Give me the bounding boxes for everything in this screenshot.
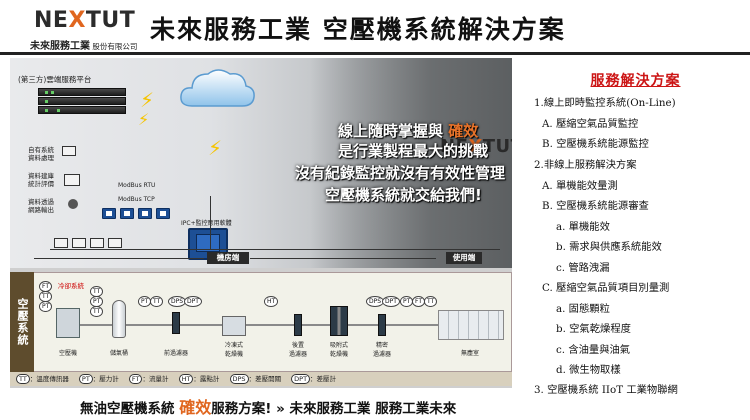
- solution-item: a. 固態顆粒: [556, 303, 610, 315]
- solutions-title: 服務解決方案: [590, 73, 681, 89]
- sensor-tag: PT: [39, 301, 53, 312]
- own-system-label: 自有系統 資料處理: [28, 146, 54, 162]
- slogan-line-3: 沒有紀錄監控就沒有有效性管理: [295, 164, 506, 182]
- solution-item: b. 需求與供應系統能效: [556, 241, 662, 253]
- equipment-label: 儲氣桶: [109, 350, 128, 357]
- legend-item: PT：壓力計: [78, 372, 119, 386]
- sensor-tag: DPT: [184, 296, 202, 307]
- solution-item: b. 空氣乾燥程度: [556, 323, 631, 335]
- logo-mark: NEXTUT: [34, 8, 136, 33]
- legend-item: HT：露點計: [178, 372, 219, 386]
- cooling-system-label: 冷卻系統: [58, 282, 84, 290]
- solution-item: 2.非線上服務解決方案: [534, 159, 637, 171]
- sensor-tag: TT: [90, 306, 104, 317]
- database-label: 資料建庫 統計評價: [28, 172, 54, 188]
- modbus-rtu-label: ModBus RTU: [118, 182, 156, 189]
- process-label: 空壓系統: [10, 272, 34, 372]
- equipment-label: 冷凍式 乾燥機: [224, 342, 243, 358]
- solution-item: d. 微生物取樣: [556, 364, 621, 376]
- monitor-icon: [90, 238, 104, 248]
- slogan-line-4: 空壓機系統就交給我們!: [325, 186, 482, 204]
- solution-item: a. 單機能效: [556, 221, 610, 233]
- cloud-platform-label: (第三方)雲端服務平台: [18, 75, 92, 84]
- solution-item: B. 空壓機系統能源審查: [542, 200, 649, 212]
- equipment-label: 精密 過濾器: [372, 342, 391, 358]
- slogan-line-2: 是行業製程最大的挑戰: [338, 142, 489, 160]
- equipment-label: 空壓機: [58, 350, 77, 357]
- refrigerated-dryer: [222, 316, 246, 336]
- server-rack-2: [38, 97, 126, 105]
- solution-item: B. 空壓機系統能源監控: [542, 138, 649, 150]
- modbus-tcp-label: ModBus TCP: [118, 196, 155, 203]
- machine-room-label: 機房端: [207, 252, 249, 264]
- solution-item: 1.線上即時監控系統(On-Line): [534, 97, 676, 109]
- precision-filter: [378, 314, 386, 336]
- lightning-icon: ⚡: [140, 88, 155, 112]
- solution-item: 3. 空壓機系統 IIoT 工業物聯網: [534, 384, 678, 396]
- equipment-label: 後置 過濾器: [288, 342, 307, 358]
- meter-icon: [102, 208, 116, 219]
- logo-subtitle: 未來服務工業 股份有限公司: [30, 41, 138, 52]
- legend-item: DPT：差壓計: [291, 372, 336, 386]
- solution-item: c. 管路洩漏: [556, 262, 610, 274]
- legend-item: DPS：差壓開關: [229, 372, 281, 386]
- user-end-label: 使用端: [446, 252, 482, 264]
- clean-room: [438, 310, 504, 340]
- legend-item: FT：流量計: [128, 372, 168, 386]
- server-rack-1: [38, 88, 126, 96]
- solution-item: A. 單機能效量測: [542, 180, 618, 192]
- sensor-tag: TT: [424, 296, 438, 307]
- slogan-line-1: 線上隨時掌握與 確效: [338, 122, 479, 140]
- desiccant-dryer: [330, 306, 348, 336]
- air-receiver-tank: [112, 300, 126, 338]
- server-rack-3: [38, 106, 126, 114]
- lightning-icon: ⚡: [208, 136, 223, 160]
- solutions-panel: 服務解決方案 1.線上即時監控系統(On-Line) A. 壓縮空氣品質監控 B…: [528, 66, 743, 396]
- air-compressor: [56, 308, 80, 338]
- sensor-tag: HT: [264, 296, 279, 307]
- equipment-label: 前過濾器: [163, 350, 188, 357]
- sensor-tag: TT: [150, 296, 164, 307]
- after-filter: [294, 314, 302, 336]
- monitor-icon: [64, 174, 80, 186]
- pre-filter: [172, 312, 180, 334]
- sensor-tag: FT: [39, 281, 53, 292]
- meter-icon: [156, 208, 170, 219]
- page-title: 未來服務工業 空壓機系統解決方案: [150, 15, 566, 44]
- company-logo: NEXTUT 未來服務工業 股份有限公司: [30, 8, 140, 52]
- equipment-label: 吸附式 乾燥機: [329, 342, 348, 358]
- nextut-logo: NEXTUT: [440, 136, 512, 157]
- process-flow: [10, 272, 512, 372]
- monitor-icon: [72, 238, 86, 248]
- meter-icon: [120, 208, 134, 219]
- cloud-icon: [180, 69, 255, 107]
- network-icon: [68, 199, 78, 209]
- sensor-tag: DPT: [382, 296, 400, 307]
- header-divider: [0, 52, 750, 55]
- solution-item: A. 壓縮空氣品質監控: [542, 118, 639, 130]
- server-icon: [62, 146, 76, 156]
- meter-icon: [138, 208, 152, 219]
- lightning-icon: ⚡: [138, 110, 150, 129]
- monitor-icon: [54, 238, 68, 248]
- solution-item: c. 含油量與油氣: [556, 344, 631, 356]
- footer-slogan: 無油空壓機系統 確效服務方案! » 未來服務工業 服務工業未來: [80, 398, 457, 417]
- network-output-label: 資料透過 網路輸出: [28, 198, 54, 214]
- ipc-label: IPC+監控應用軟體: [181, 220, 232, 227]
- monitor-icon: [108, 238, 122, 248]
- equipment-label: 無塵室: [460, 350, 479, 357]
- solution-item: C. 壓縮空氣品質項目別量測: [542, 282, 670, 294]
- sensor-legend: TT：溫度傳訊器 PT：壓力計 FT：流量計 HT：露點計 DPS：差壓開關 D…: [10, 372, 512, 386]
- legend-item: TT：溫度傳訊器: [16, 372, 69, 386]
